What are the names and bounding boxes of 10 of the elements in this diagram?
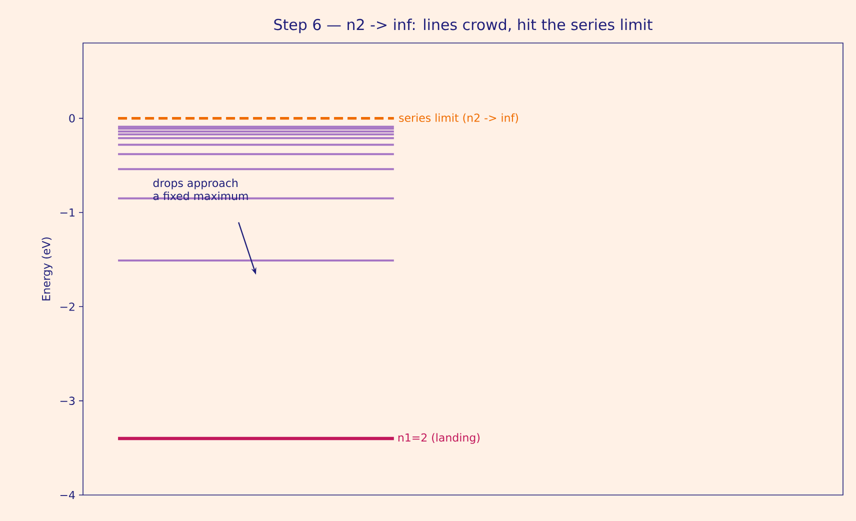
chart-title: Step 6 — n2 -> inf: lines crowd, hit the series limit xyxy=(274,18,652,34)
series-label: series limit (n2 -> inf) xyxy=(399,113,518,124)
y-tick-label: −4 xyxy=(60,490,75,499)
y-tick-label: −1 xyxy=(60,208,74,216)
y-tick-label: −2 xyxy=(60,302,74,311)
y-tick-label: 0 xyxy=(69,114,75,122)
annotation-text: drops approach a fixed maximum xyxy=(153,178,248,200)
y-axis-title: Energy (eV) xyxy=(42,238,52,300)
line-label: n1=2 (landing) xyxy=(398,433,480,444)
y-tick-label: −3 xyxy=(60,396,75,405)
